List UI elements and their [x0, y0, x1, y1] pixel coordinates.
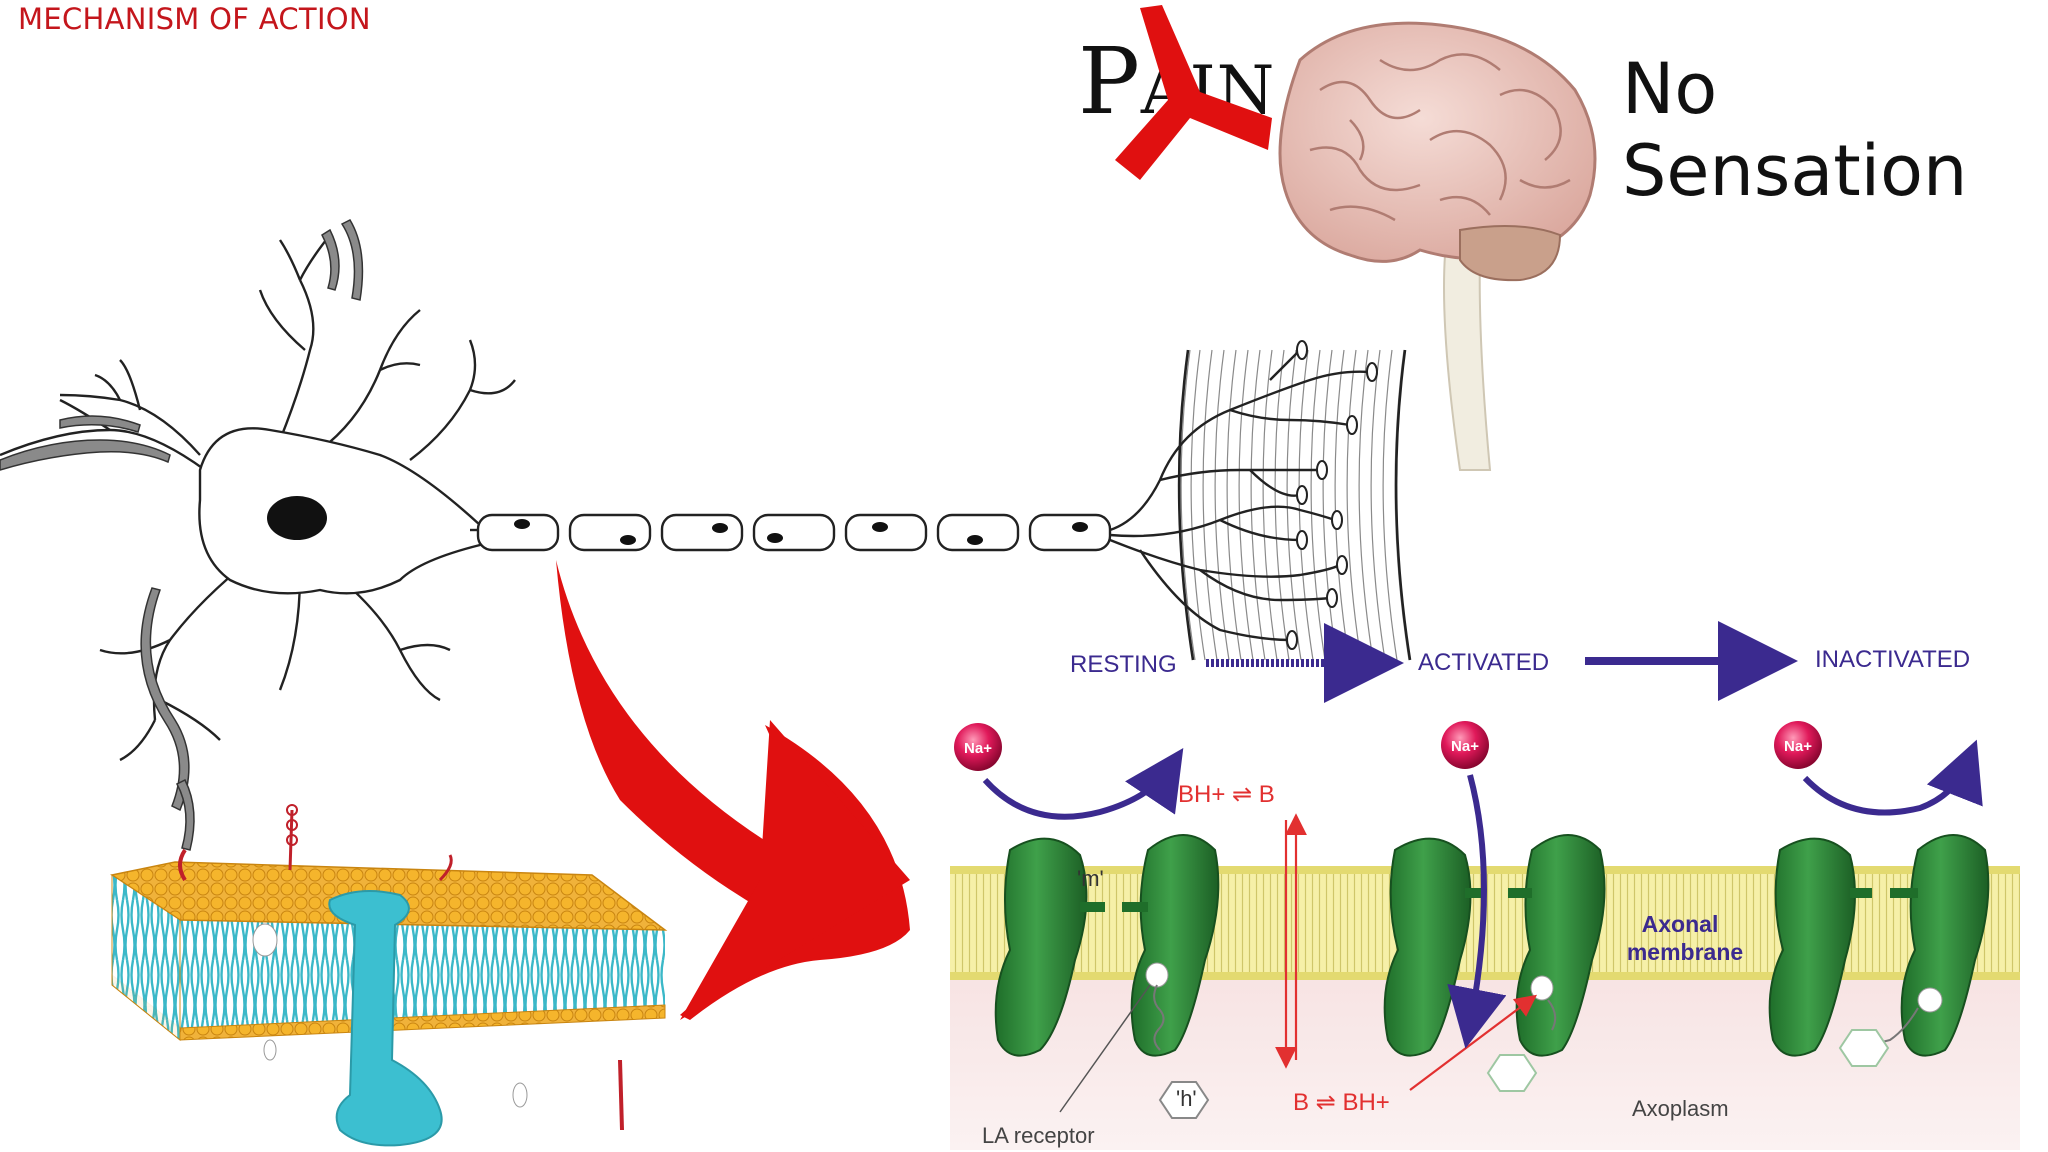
m-gate-label: 'm' — [1077, 866, 1104, 891]
h-gate-hexagon — [1158, 1081, 1210, 1119]
activated-hexagon — [1486, 1054, 1538, 1092]
la-receptor-label: LA receptor — [982, 1123, 1095, 1148]
sodium-ion-resting: Na+ — [954, 723, 1184, 820]
channel-inactivated — [1768, 834, 1990, 1067]
sodium-channel-panel: 'm' 'h' LA receptor Axonal membrane Axop… — [950, 721, 2020, 1150]
muscle-fiber — [1180, 349, 1410, 661]
pain-word-first-letter: P — [1078, 28, 1141, 135]
state-resting-label: RESTING — [1070, 651, 1177, 678]
channel-resting — [994, 834, 1220, 1119]
la-receptor-pointer — [1059, 984, 1151, 1113]
equilibrium-top-label: BH+ ⇌ B — [1178, 781, 1275, 808]
equilibrium-bottom-label: B ⇌ BH+ — [1293, 1089, 1390, 1116]
axonal-membrane-label-line2: membrane — [1627, 939, 1743, 965]
lipid-bilayer-block — [110, 804, 668, 1147]
axoplasm-label: Axoplasm — [1632, 1096, 1729, 1121]
neuron-illustration — [0, 219, 1412, 851]
state-activated-label: ACTIVATED — [1418, 649, 1549, 676]
axonal-membrane-label-line1: Axonal — [1642, 911, 1719, 937]
inactivated-hexagon — [1838, 1029, 1890, 1067]
sodium-ion-label: Na+ — [964, 740, 992, 757]
state-inactivated-label: INACTIVATED — [1815, 646, 1970, 673]
no-sensation-heading: No Sensation — [1622, 48, 1968, 212]
h-gate-label: 'h' — [1176, 1086, 1197, 1111]
slide-title: MECHANISM OF ACTION — [18, 2, 371, 36]
state-transitions: RESTING ACTIVATED INACTIVATED — [1070, 621, 1970, 703]
sodium-ion-label: Na+ — [1784, 738, 1812, 755]
sodium-ion-inactivated: Na+ — [1774, 721, 1983, 816]
sodium-ion-label: Na+ — [1451, 738, 1479, 755]
sodium-ion-activated: Na+ — [1441, 721, 1507, 1049]
pain-cross-mark — [1115, 5, 1272, 180]
red-curved-arrow — [556, 560, 910, 1020]
brain-illustration — [1278, 21, 1597, 471]
